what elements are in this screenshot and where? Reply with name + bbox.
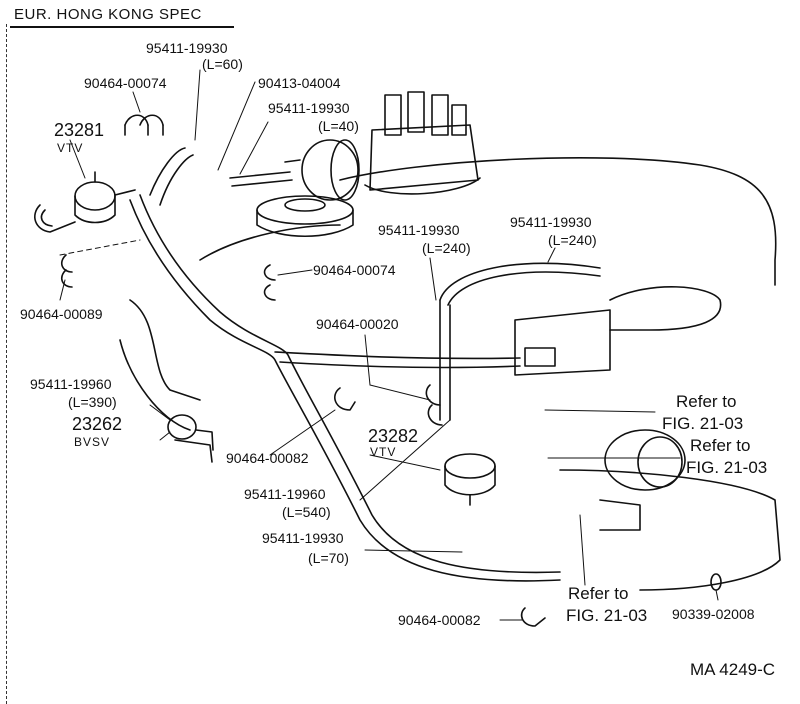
label-len-240-b: (L=240) (548, 232, 597, 248)
engine-lower-outline (560, 470, 780, 590)
label-90464-00074-mid: 90464-00074 (313, 262, 396, 278)
label-bvsv: BVSV (74, 435, 111, 449)
filler-cap (257, 196, 353, 236)
clip-90464-00020 (426, 385, 442, 425)
label-95411-19960-a: 95411-19960 (30, 376, 112, 392)
label-vtv-23282: VTV (370, 445, 397, 459)
vtv-23282 (445, 454, 495, 505)
clip-90464-00074-mid (265, 265, 275, 300)
hose-short (230, 172, 290, 178)
label-90413-04004: 90413-04004 (258, 75, 341, 91)
engine-left-edge (200, 225, 340, 260)
distributor-cap (365, 92, 480, 194)
label-95411-19930-d: 95411-19930 (510, 214, 592, 230)
hose-short-b (232, 180, 292, 186)
label-23262: 23262 (72, 414, 123, 434)
label-95411-19930-c: 95411-19930 (378, 222, 460, 238)
label-90464-00074-top: 90464-00074 (84, 75, 167, 91)
label-vtv-23281: VTV (57, 141, 84, 155)
ref2-line1: Refer to (690, 436, 751, 455)
diagram-code: MA 4249-C (690, 660, 776, 679)
hose-main-b (140, 195, 560, 572)
label-90464-00089: 90464-00089 (20, 306, 103, 322)
label-90339-02008: 90339-02008 (672, 606, 755, 622)
hose-upper-a (150, 148, 185, 195)
label-95411-19930-a: 95411-19930 (146, 40, 228, 56)
ref2-line2: FIG. 21-03 (686, 458, 768, 477)
label-len-40: (L=40) (318, 118, 359, 134)
clip-90464-00082-bottom (522, 608, 545, 626)
ref3-line1: Refer to (568, 584, 629, 603)
frame-border (6, 24, 7, 704)
vtv-23281 (35, 172, 135, 232)
hose-upper-b (160, 155, 193, 205)
label-len-240-a: (L=240) (422, 240, 471, 256)
ref3-line2: FIG. 21-03 (566, 606, 648, 625)
clip-90339-02008 (711, 574, 721, 590)
label-len-70: (L=70) (308, 550, 349, 566)
diagram-title: EUR. HONG KONG SPEC (14, 6, 202, 23)
hose-240-b (448, 272, 600, 305)
hose-horizontal-a (275, 352, 520, 358)
label-95411-19930-b: 95411-19930 (268, 100, 350, 116)
vacuum-advancer (285, 140, 359, 200)
hose-horizontal-b (280, 362, 520, 367)
label-len-60: (L=60) (202, 56, 243, 72)
hose-main-a (130, 200, 560, 581)
title-underline (10, 26, 234, 28)
manifold-lower (120, 340, 190, 430)
label-len-390: (L=390) (68, 394, 117, 410)
label-95411-19960-b: 95411-19960 (244, 486, 326, 502)
ref1-line2: FIG. 21-03 (662, 414, 744, 433)
charcoal-canister (600, 430, 685, 530)
hose-240-a (440, 263, 600, 300)
clip-90464-00074-top (125, 115, 163, 135)
bvsv-23262 (168, 415, 213, 462)
label-90464-00020: 90464-00020 (316, 316, 399, 332)
engine-body-outline (340, 158, 776, 285)
label-23282: 23282 (368, 426, 419, 446)
label-23281: 23281 (54, 120, 105, 140)
dashed-leader (60, 240, 140, 255)
clip-90464-00082-mid (335, 388, 355, 410)
label-90464-00082-mid: 90464-00082 (226, 450, 309, 466)
ref1-line1: Refer to (676, 392, 737, 411)
throttle-body (515, 287, 721, 375)
label-90464-00082-bottom: 90464-00082 (398, 612, 481, 628)
label-95411-19930-e: 95411-19930 (262, 530, 344, 546)
clip-90464-00089 (62, 255, 72, 287)
intake-manifold (130, 300, 200, 400)
label-len-540: (L=540) (282, 504, 331, 520)
